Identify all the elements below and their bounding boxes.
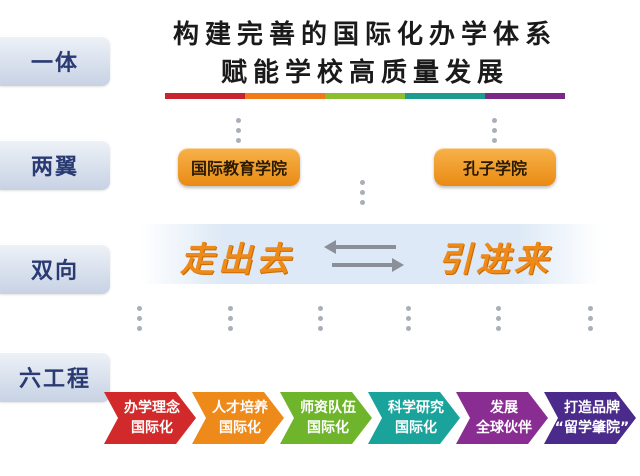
rainbow-segment-1 — [165, 93, 245, 99]
connector-dots — [360, 180, 366, 205]
connector-dots — [406, 306, 412, 331]
chevron-arrow-shape — [280, 392, 372, 444]
tier-label-unity: 一体 — [0, 36, 110, 86]
project-arrow-research: 科学研究 国际化 — [368, 386, 460, 450]
connector-dots — [492, 118, 498, 143]
project-line1: 打造品牌 — [564, 400, 620, 416]
connector-dots — [228, 306, 234, 331]
chevron-arrow-shape — [544, 392, 636, 444]
wing-confucius-institute: 孔子学院 — [434, 148, 556, 186]
project-line2: 全球伙伴 — [476, 420, 532, 436]
project-arrow-global-partners: 发展 全球伙伴 — [456, 386, 548, 450]
project-arrow-study-brand: 打造品牌 “留学肇院” — [544, 386, 636, 450]
exchange-arrows-icon — [324, 240, 404, 272]
project-line2: “留学肇院” — [554, 420, 630, 436]
connector-dots — [137, 306, 143, 331]
title-line-2: 赋能学校高质量发展 — [220, 58, 509, 88]
bring-in-text: 引进来 — [438, 240, 552, 280]
rainbow-segment-4 — [405, 93, 485, 99]
connector-dots — [318, 306, 324, 331]
project-arrow-education-philosophy: 办学理念 国际化 — [104, 386, 196, 450]
wing-international-education-college: 国际教育学院 — [178, 148, 300, 186]
project-line1: 科学研究 — [388, 400, 444, 416]
connector-dots — [496, 306, 502, 331]
project-arrow-talent-cultivation: 人才培养 国际化 — [192, 386, 284, 450]
project-line2: 国际化 — [307, 420, 349, 436]
project-line2: 国际化 — [395, 420, 437, 436]
two-way-band — [140, 224, 600, 284]
connector-dots — [588, 306, 594, 331]
rainbow-segment-5 — [485, 93, 565, 99]
chevron-arrow-shape — [192, 392, 284, 444]
project-line1: 师资队伍 — [300, 400, 356, 416]
connector-dots — [236, 118, 242, 143]
go-out-text: 走出去 — [180, 240, 294, 280]
tier-label-two-wings: 两翼 — [0, 140, 110, 190]
project-line1: 发展 — [490, 400, 518, 416]
project-arrow-faculty: 师资队伍 国际化 — [280, 386, 372, 450]
rainbow-segment-2 — [245, 93, 325, 99]
tier-label-six-projects: 六工程 — [0, 352, 110, 402]
rainbow-segment-3 — [325, 93, 405, 99]
rainbow-divider — [165, 93, 565, 99]
chevron-arrow-shape — [104, 392, 196, 444]
project-line2: 国际化 — [219, 420, 261, 436]
project-line2: 国际化 — [131, 420, 173, 436]
chevron-arrow-shape — [368, 392, 460, 444]
title-line-1: 构建完善的国际化办学体系 — [172, 20, 557, 50]
project-line1: 办学理念 — [124, 400, 180, 416]
project-line1: 人才培养 — [212, 400, 268, 416]
tier-label-two-way: 双向 — [0, 244, 110, 294]
chevron-arrow-shape — [456, 392, 548, 444]
